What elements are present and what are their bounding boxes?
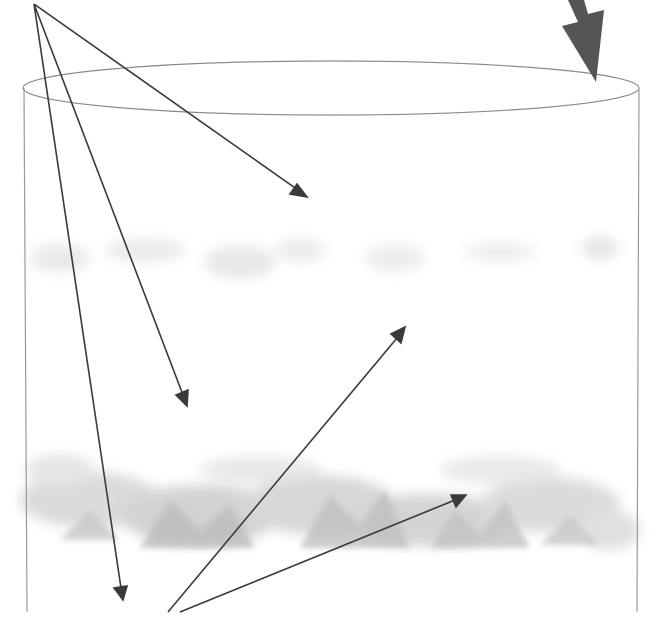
arrow-to-upper-haze [34,4,307,197]
cylinder-left-wall [24,88,27,612]
upper-haze [30,236,618,278]
arrow-to-middle-left [34,4,188,406]
cylinder-rim [23,61,639,115]
large-arrow-icon [562,0,604,82]
